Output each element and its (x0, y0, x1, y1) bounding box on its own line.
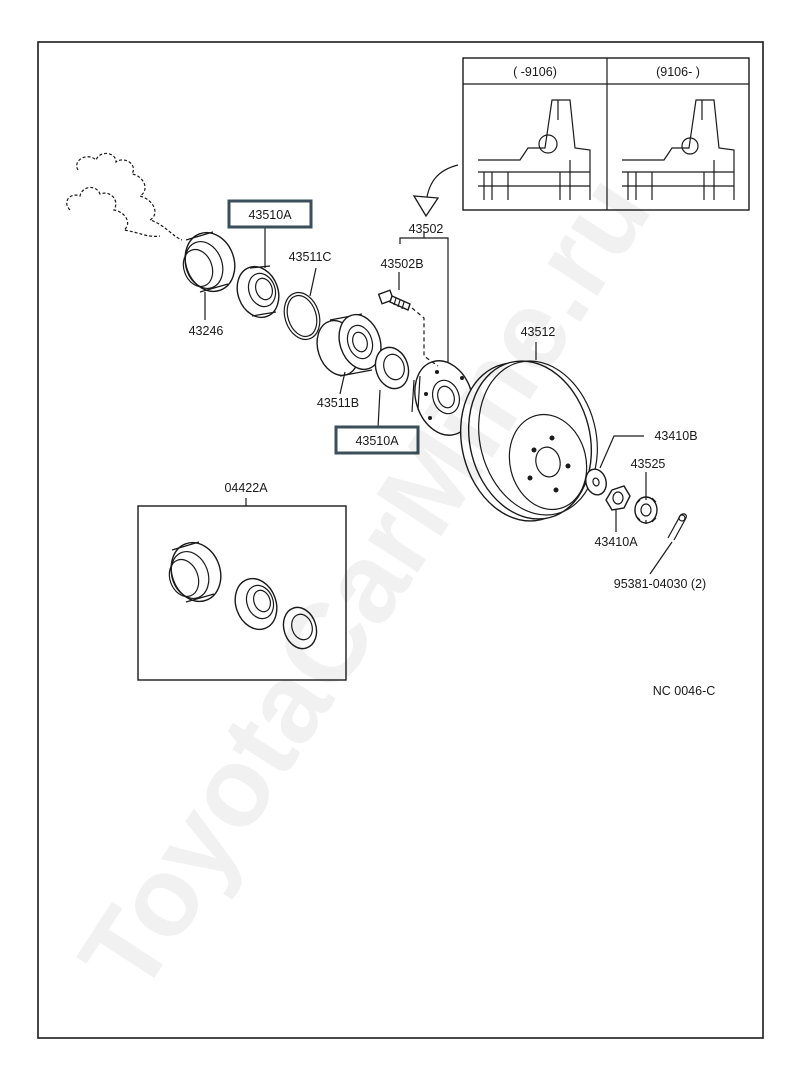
kit-04422A-box (137, 498, 347, 681)
inset-header-left: ( -9106) (513, 65, 557, 79)
label-43246[interactable]: 43246 (189, 324, 224, 338)
part-43410A-nut (605, 485, 631, 532)
part-43511C-snap-ring (283, 267, 321, 341)
grease-cloud-icon (66, 152, 183, 241)
label-04422A[interactable]: 04422A (224, 481, 268, 495)
highlight-43510A-top (227, 199, 313, 229)
part-43502B-hub-bolt (377, 272, 439, 367)
label-43502[interactable]: 43502 (409, 222, 444, 236)
part-43410B-washer (585, 435, 644, 496)
label-43512[interactable]: 43512 (521, 325, 556, 339)
label-43410A[interactable]: 43410A (594, 535, 638, 549)
label-43511B[interactable]: 43511B (317, 396, 359, 410)
label-43502B[interactable]: 43502B (380, 257, 423, 271)
inset-detail-left (478, 99, 591, 200)
part-43510A-bearing-inner (374, 346, 410, 429)
inset-detail-right (622, 99, 735, 200)
inset-header-right: (9106- ) (656, 65, 700, 79)
label-43510A-bottom[interactable]: 43510A (355, 434, 399, 448)
part-43246-oil-seal (182, 231, 236, 320)
label-95381-04030[interactable]: 95381-04030 (2) (614, 577, 706, 591)
diagram-code: NC 0046-C (653, 684, 716, 698)
part-43510A-bearing-outer (236, 228, 280, 319)
part-43512-disc-rotor (459, 342, 598, 522)
part-43511B-bearing-cup (316, 313, 382, 395)
label-43410B[interactable]: 43410B (654, 429, 697, 443)
inset-pointer-arrow-icon (412, 164, 459, 218)
diagram-frame (37, 41, 764, 1039)
part-43525-nut-lock-cap (634, 472, 658, 524)
inset-box: ( -9106) (9106- ) (462, 57, 750, 211)
label-43511C[interactable]: 43511C (289, 250, 332, 264)
label-43525[interactable]: 43525 (631, 457, 666, 471)
part-95381-cotter-pin (649, 513, 687, 575)
highlight-43510A-bottom (334, 425, 420, 455)
label-43510A-top[interactable]: 43510A (248, 208, 292, 222)
